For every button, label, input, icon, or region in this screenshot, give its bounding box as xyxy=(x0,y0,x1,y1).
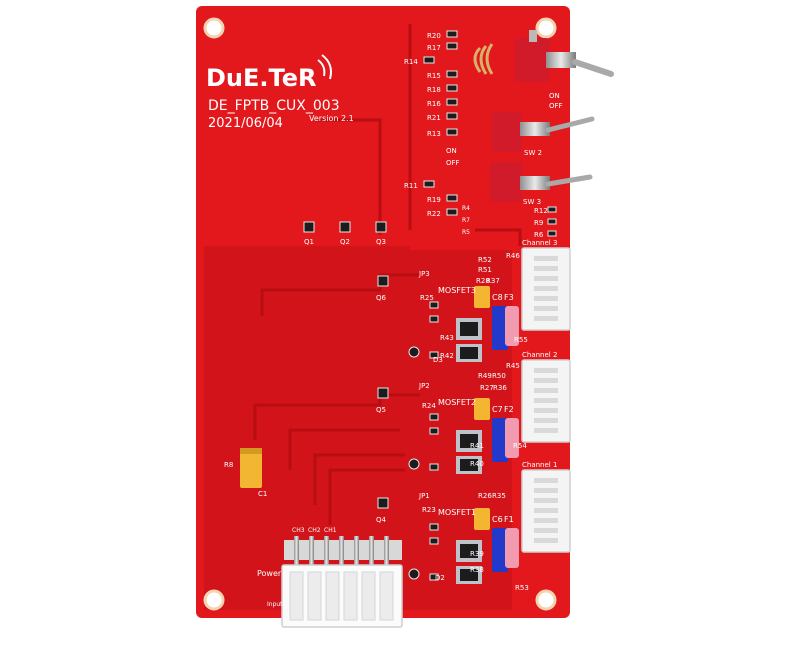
resistor-label: R13 xyxy=(427,130,441,138)
resistor-label: R9 xyxy=(534,219,543,227)
resistor-label: R16 xyxy=(427,100,441,108)
resistor-label: R20 xyxy=(427,32,441,40)
component-label: D3 xyxy=(433,356,443,364)
transistor-label: Q3 xyxy=(376,238,386,246)
resistor-label: R14 xyxy=(404,58,418,66)
component-label: C1 xyxy=(258,490,267,498)
resistor-label: R21 xyxy=(427,114,441,122)
mosfet-label: MOSFET1 xyxy=(438,508,476,517)
logo-text: DuE.TeR xyxy=(206,64,316,92)
component-label: R39 xyxy=(470,550,484,558)
connector-label-ch3: CH3 xyxy=(292,527,305,534)
power-label: Power xyxy=(257,569,282,578)
component-label: R50 xyxy=(492,372,506,380)
switch-1-off: OFF xyxy=(549,102,563,110)
capacitor-label: C8 xyxy=(492,293,503,302)
mosfet-label: MOSFET2 xyxy=(438,398,476,407)
jumper-label: JP1 xyxy=(418,492,430,500)
component-label: R49 xyxy=(478,372,492,380)
component-label: R27 xyxy=(480,384,494,392)
component-label: R54 xyxy=(513,442,527,450)
component-label: R45 xyxy=(506,362,520,370)
component-label: D2 xyxy=(435,574,445,582)
board-date: 2021/06/04 xyxy=(208,116,283,131)
toggle-switch-1 xyxy=(473,30,614,82)
power-connector xyxy=(281,536,403,628)
resistor-label: R15 xyxy=(427,72,441,80)
resistor-label: R5 xyxy=(462,229,470,236)
capacitor-label: C6 xyxy=(492,515,503,524)
component-label: R28 xyxy=(476,277,490,285)
component-label: R38 xyxy=(470,566,484,574)
component-label: R37 xyxy=(486,277,500,285)
input-label: Input xyxy=(267,601,283,608)
toggle-switch-3 xyxy=(490,162,593,202)
copper-pour xyxy=(204,246,512,610)
traces xyxy=(253,24,522,525)
component-label: R51 xyxy=(478,266,492,274)
resistor-label: R19 xyxy=(427,196,441,204)
resistor-label: R12 xyxy=(534,207,548,215)
resistor-label: R4 xyxy=(462,205,470,212)
capacitor-label: C7 xyxy=(492,405,503,414)
fuse-label: F3 xyxy=(504,293,514,302)
transistor-label: Q5 xyxy=(376,406,386,414)
component-label: R8 xyxy=(224,461,233,469)
connector-label-ch2: CH2 xyxy=(308,527,321,534)
component-label: R42 xyxy=(440,352,454,360)
component-label: R46 xyxy=(506,252,520,260)
resistor-label: R6 xyxy=(534,231,544,239)
fuse-label: F1 xyxy=(504,515,514,524)
resistor-label: R18 xyxy=(427,86,441,94)
board-name: DE_FPTB_CUX_003 xyxy=(208,98,340,114)
switch-2-on: ON xyxy=(446,147,457,155)
top-transistors: Q1 Q2 Q3 xyxy=(303,221,387,246)
component-label: R24 xyxy=(422,402,436,410)
resistor-label: R7 xyxy=(462,217,470,224)
component-label: R36 xyxy=(493,384,507,392)
resistor-label: R17 xyxy=(427,44,441,52)
mosfet-label: MOSFET3 xyxy=(438,286,476,295)
component-label: R55 xyxy=(514,336,528,344)
component-label: R25 xyxy=(420,294,434,302)
jumper-label: JP2 xyxy=(418,382,430,390)
component-label: R53 xyxy=(515,584,529,592)
switch-3-label: SW 3 xyxy=(523,198,541,206)
resistor-label: R22 xyxy=(427,210,441,218)
channel-label: Channel 3 xyxy=(522,239,557,247)
component-label: R40 xyxy=(470,460,484,468)
component-label: R23 xyxy=(422,506,436,514)
switch-2-label: SW 2 xyxy=(524,149,542,157)
fuse-label: F2 xyxy=(504,405,514,414)
jumper-label: JP3 xyxy=(418,270,430,278)
capacitor-c1 xyxy=(240,448,262,488)
transistor-label: Q1 xyxy=(304,238,314,246)
transistor-label: Q2 xyxy=(340,238,350,246)
toggle-switch-2 xyxy=(492,112,595,152)
channel-label: Channel 2 xyxy=(522,351,557,359)
wifi-icon xyxy=(317,54,332,80)
switch-2-off: OFF xyxy=(446,159,460,167)
component-label: R26 xyxy=(478,492,492,500)
component-label: R52 xyxy=(478,256,492,264)
channel-label: Channel 1 xyxy=(522,461,557,469)
board-version: Version 2.1 xyxy=(309,114,354,123)
component-label: R43 xyxy=(440,334,454,342)
transistor-label: Q6 xyxy=(376,294,387,302)
transistor-label: Q4 xyxy=(376,516,387,524)
component-label: R41 xyxy=(470,442,484,450)
component-label: R35 xyxy=(492,492,506,500)
connector-label-ch1: CH1 xyxy=(324,527,337,534)
resistor-label: R11 xyxy=(404,182,418,190)
switch-1-on: ON xyxy=(549,92,560,100)
mounting-holes xyxy=(203,17,557,611)
